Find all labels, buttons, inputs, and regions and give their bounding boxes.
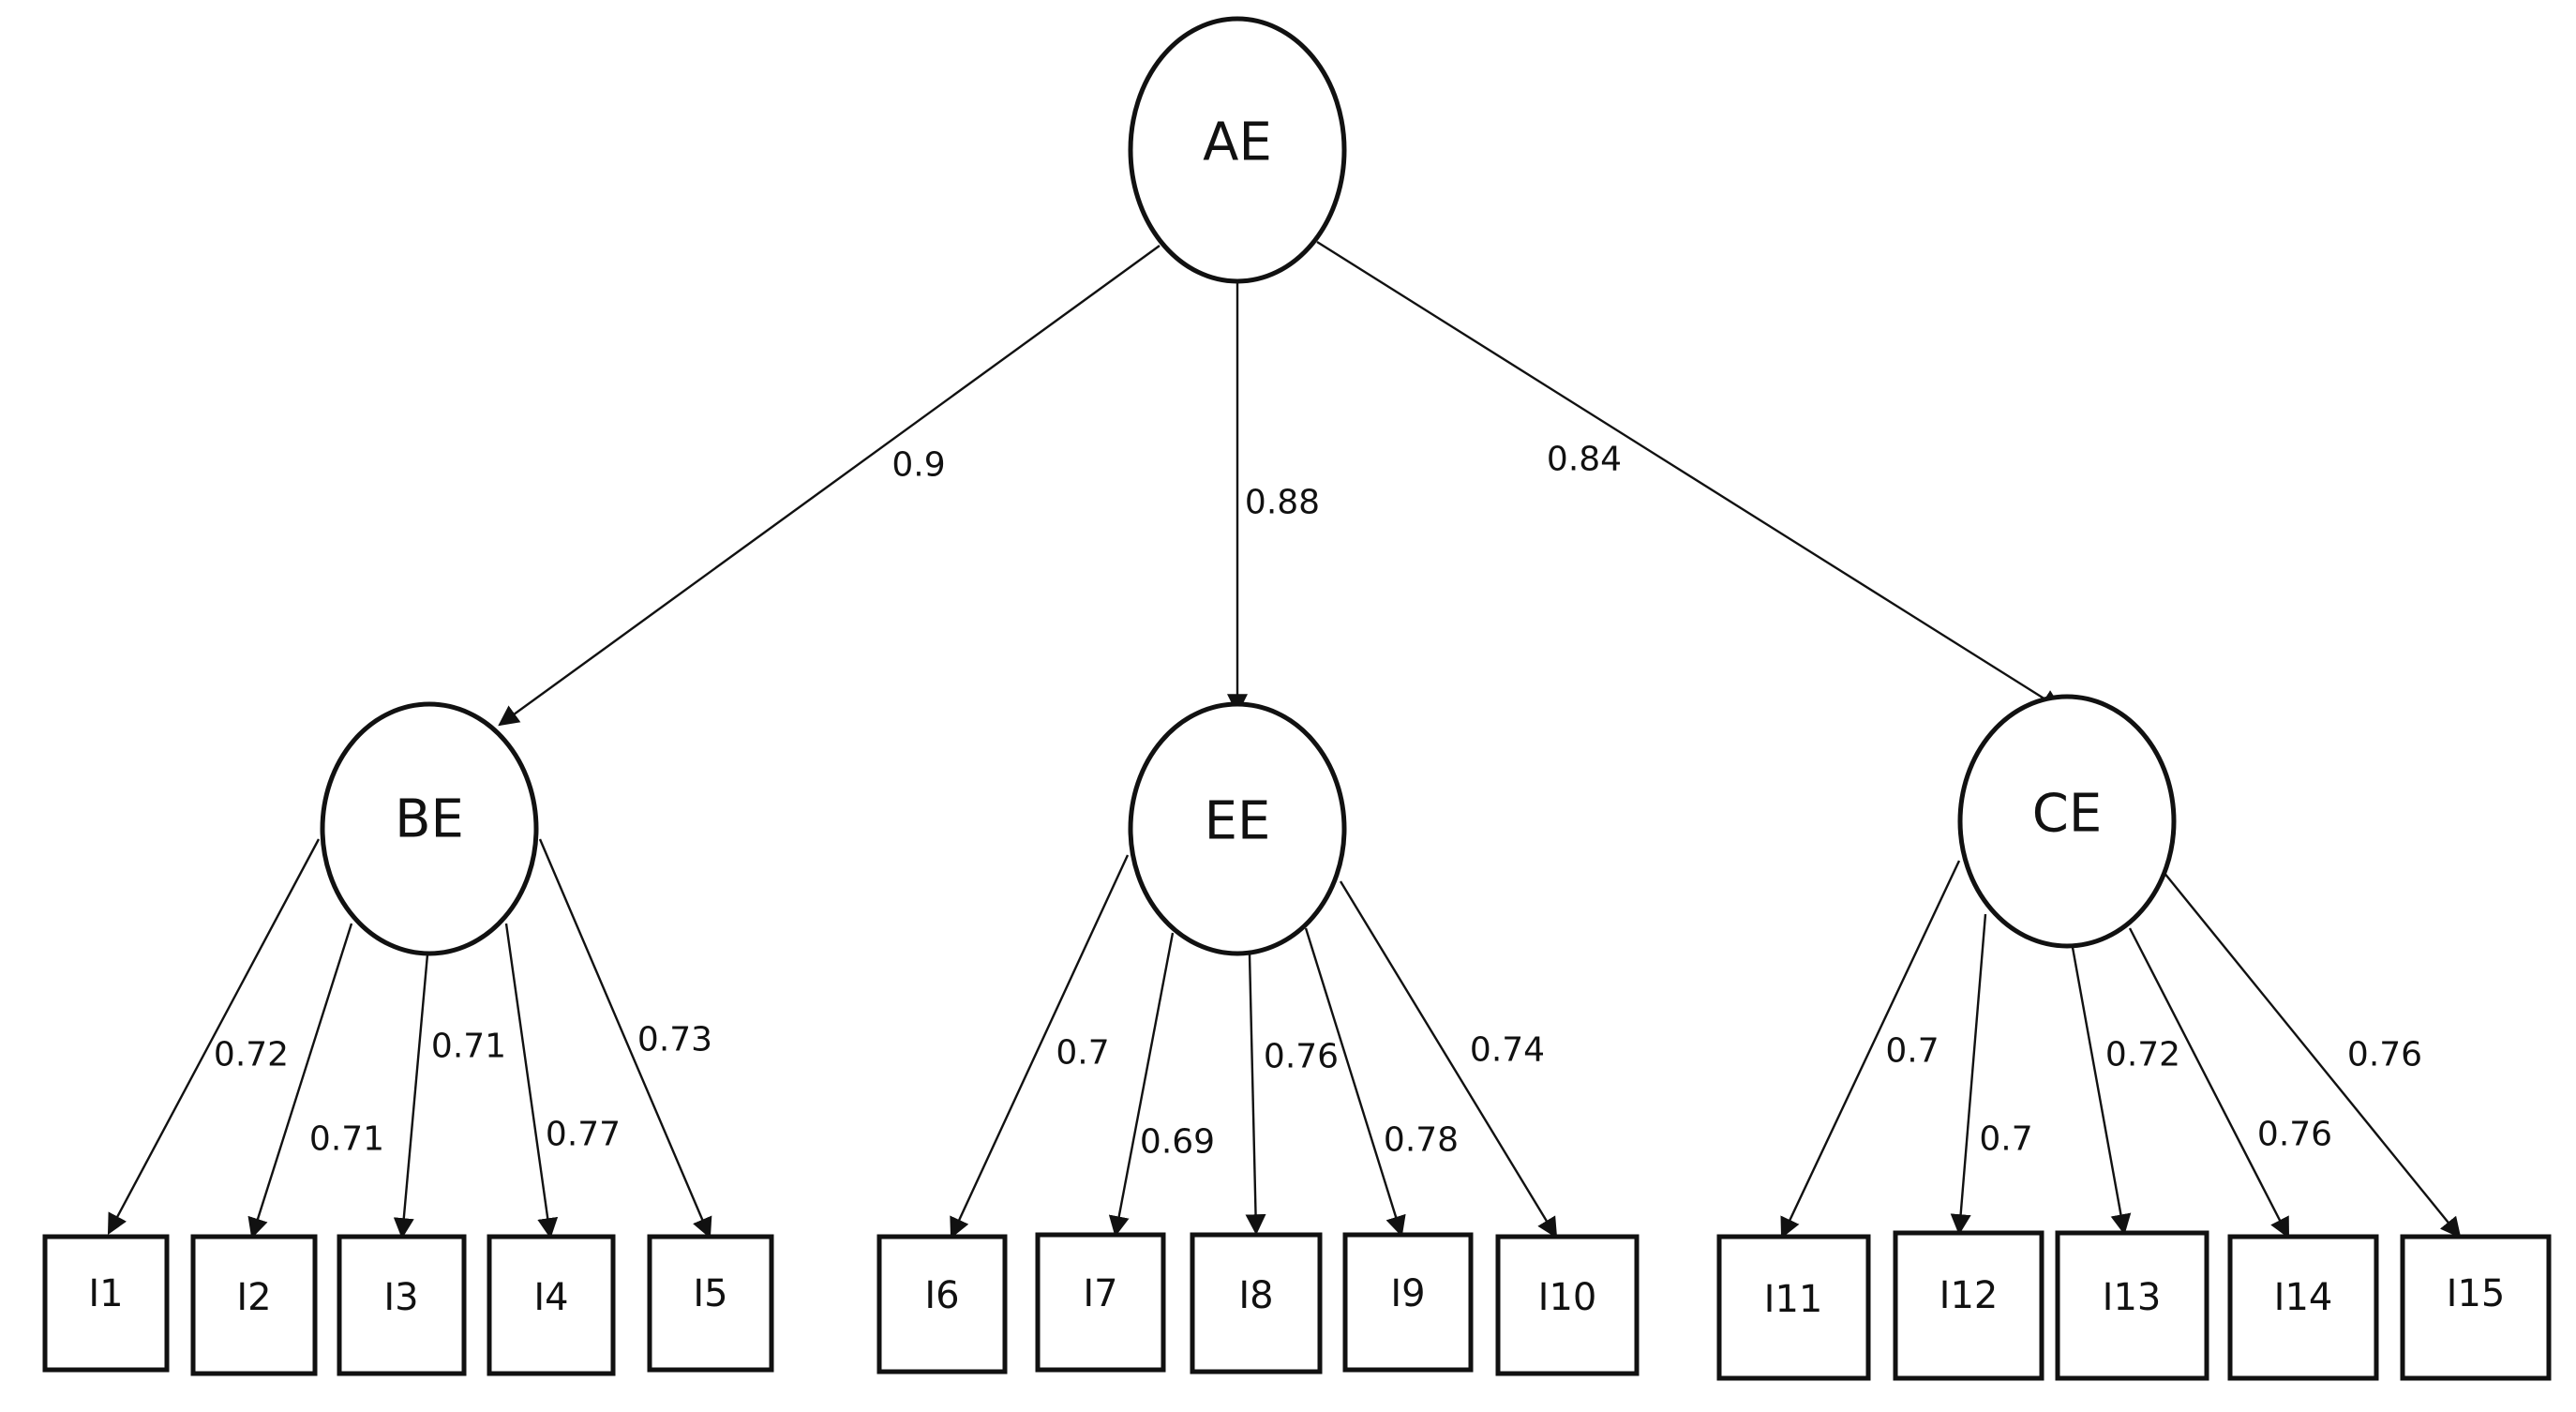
- loading-i9: 0.78: [1384, 1121, 1459, 1160]
- item-i10: I10: [1495, 1234, 1640, 1376]
- latent-ce-label: CE: [2032, 784, 2102, 845]
- item-i3-label: I3: [383, 1276, 418, 1319]
- latent-ce: CE: [1957, 694, 2177, 949]
- edge-ae-ce: [1316, 240, 2062, 711]
- loading-i12: 0.7: [1979, 1120, 2032, 1159]
- loading-i3: 0.71: [431, 1028, 506, 1066]
- edge-ee-i7: [1108, 932, 1175, 1238]
- edge-ee-i8: [1245, 954, 1266, 1236]
- edge-ce-i13: [2070, 941, 2132, 1236]
- item-i6: I6: [876, 1234, 1008, 1374]
- loading-i1: 0.72: [214, 1036, 289, 1074]
- item-i2: I2: [190, 1234, 318, 1376]
- loading-i7: 0.69: [1140, 1123, 1215, 1162]
- latent-ae: AE: [1128, 16, 1347, 284]
- item-i15-label: I15: [2447, 1272, 2506, 1315]
- loading-i11: 0.7: [1885, 1032, 1939, 1071]
- latent-ee: EE: [1128, 701, 1347, 956]
- item-i13: I13: [2055, 1230, 2209, 1381]
- edge-be-i4: [504, 923, 559, 1239]
- item-i5-label: I5: [693, 1272, 727, 1315]
- edge-ee-i9: [1304, 927, 1406, 1238]
- edge-ee-i10: [1339, 880, 1558, 1239]
- loading-i2: 0.71: [309, 1120, 384, 1159]
- item-i8-label: I8: [1238, 1274, 1273, 1317]
- item-i6-label: I6: [924, 1274, 959, 1317]
- loading-ae-ee: 0.88: [1245, 484, 1320, 522]
- item-i3: I3: [337, 1234, 467, 1376]
- item-i11: I11: [1716, 1234, 1871, 1381]
- item-i11-label: I11: [1764, 1278, 1823, 1321]
- edge-be-i5: [538, 838, 712, 1239]
- item-i7: I7: [1035, 1232, 1166, 1373]
- loading-i8: 0.76: [1264, 1038, 1339, 1076]
- edge-ce-i15: [2163, 871, 2462, 1239]
- item-i14: I14: [2227, 1234, 2379, 1381]
- edge-ce-i12: [1950, 913, 1987, 1236]
- item-i8: I8: [1190, 1232, 1323, 1374]
- item-i13-label: I13: [2103, 1276, 2162, 1319]
- item-i12-label: I12: [1939, 1274, 1999, 1317]
- latent-ee-label: EE: [1205, 791, 1271, 852]
- loading-i15: 0.76: [2347, 1036, 2422, 1074]
- edge-be-i3: [393, 954, 429, 1239]
- latent-be: BE: [320, 701, 539, 956]
- loading-i4: 0.77: [546, 1116, 621, 1154]
- item-i14-label: I14: [2274, 1276, 2333, 1319]
- item-i4-label: I4: [533, 1276, 568, 1319]
- latent-ae-label: AE: [1203, 113, 1272, 173]
- item-i10-label: I10: [1538, 1276, 1597, 1319]
- item-i15: I15: [2400, 1234, 2552, 1381]
- item-i4: I4: [487, 1234, 616, 1376]
- item-i12: I12: [1893, 1230, 2044, 1381]
- item-i9: I9: [1342, 1232, 1474, 1373]
- edge-be-i2: [247, 923, 353, 1239]
- loading-i6: 0.7: [1056, 1034, 1109, 1073]
- item-i2-label: I2: [236, 1276, 271, 1319]
- loading-ae-be: 0.9: [891, 446, 945, 485]
- loading-ae-ce: 0.84: [1547, 441, 1622, 479]
- loading-i5: 0.73: [637, 1021, 712, 1059]
- item-i5: I5: [647, 1234, 774, 1373]
- loading-i14: 0.76: [2257, 1116, 2332, 1154]
- loading-i13: 0.72: [2105, 1036, 2180, 1074]
- edge-be-i1: [107, 838, 321, 1235]
- item-i9-label: I9: [1390, 1272, 1425, 1315]
- edge-ce-i14: [2128, 927, 2290, 1239]
- edge-ce-i11: [1780, 860, 1961, 1239]
- item-i1: I1: [42, 1234, 170, 1373]
- edge-ae-be: [498, 245, 1161, 727]
- item-i1-label: I1: [88, 1272, 123, 1315]
- loading-i10: 0.74: [1470, 1031, 1545, 1070]
- item-i7-label: I7: [1083, 1272, 1117, 1315]
- latent-be-label: BE: [395, 789, 464, 850]
- edge-ee-i6: [950, 854, 1130, 1239]
